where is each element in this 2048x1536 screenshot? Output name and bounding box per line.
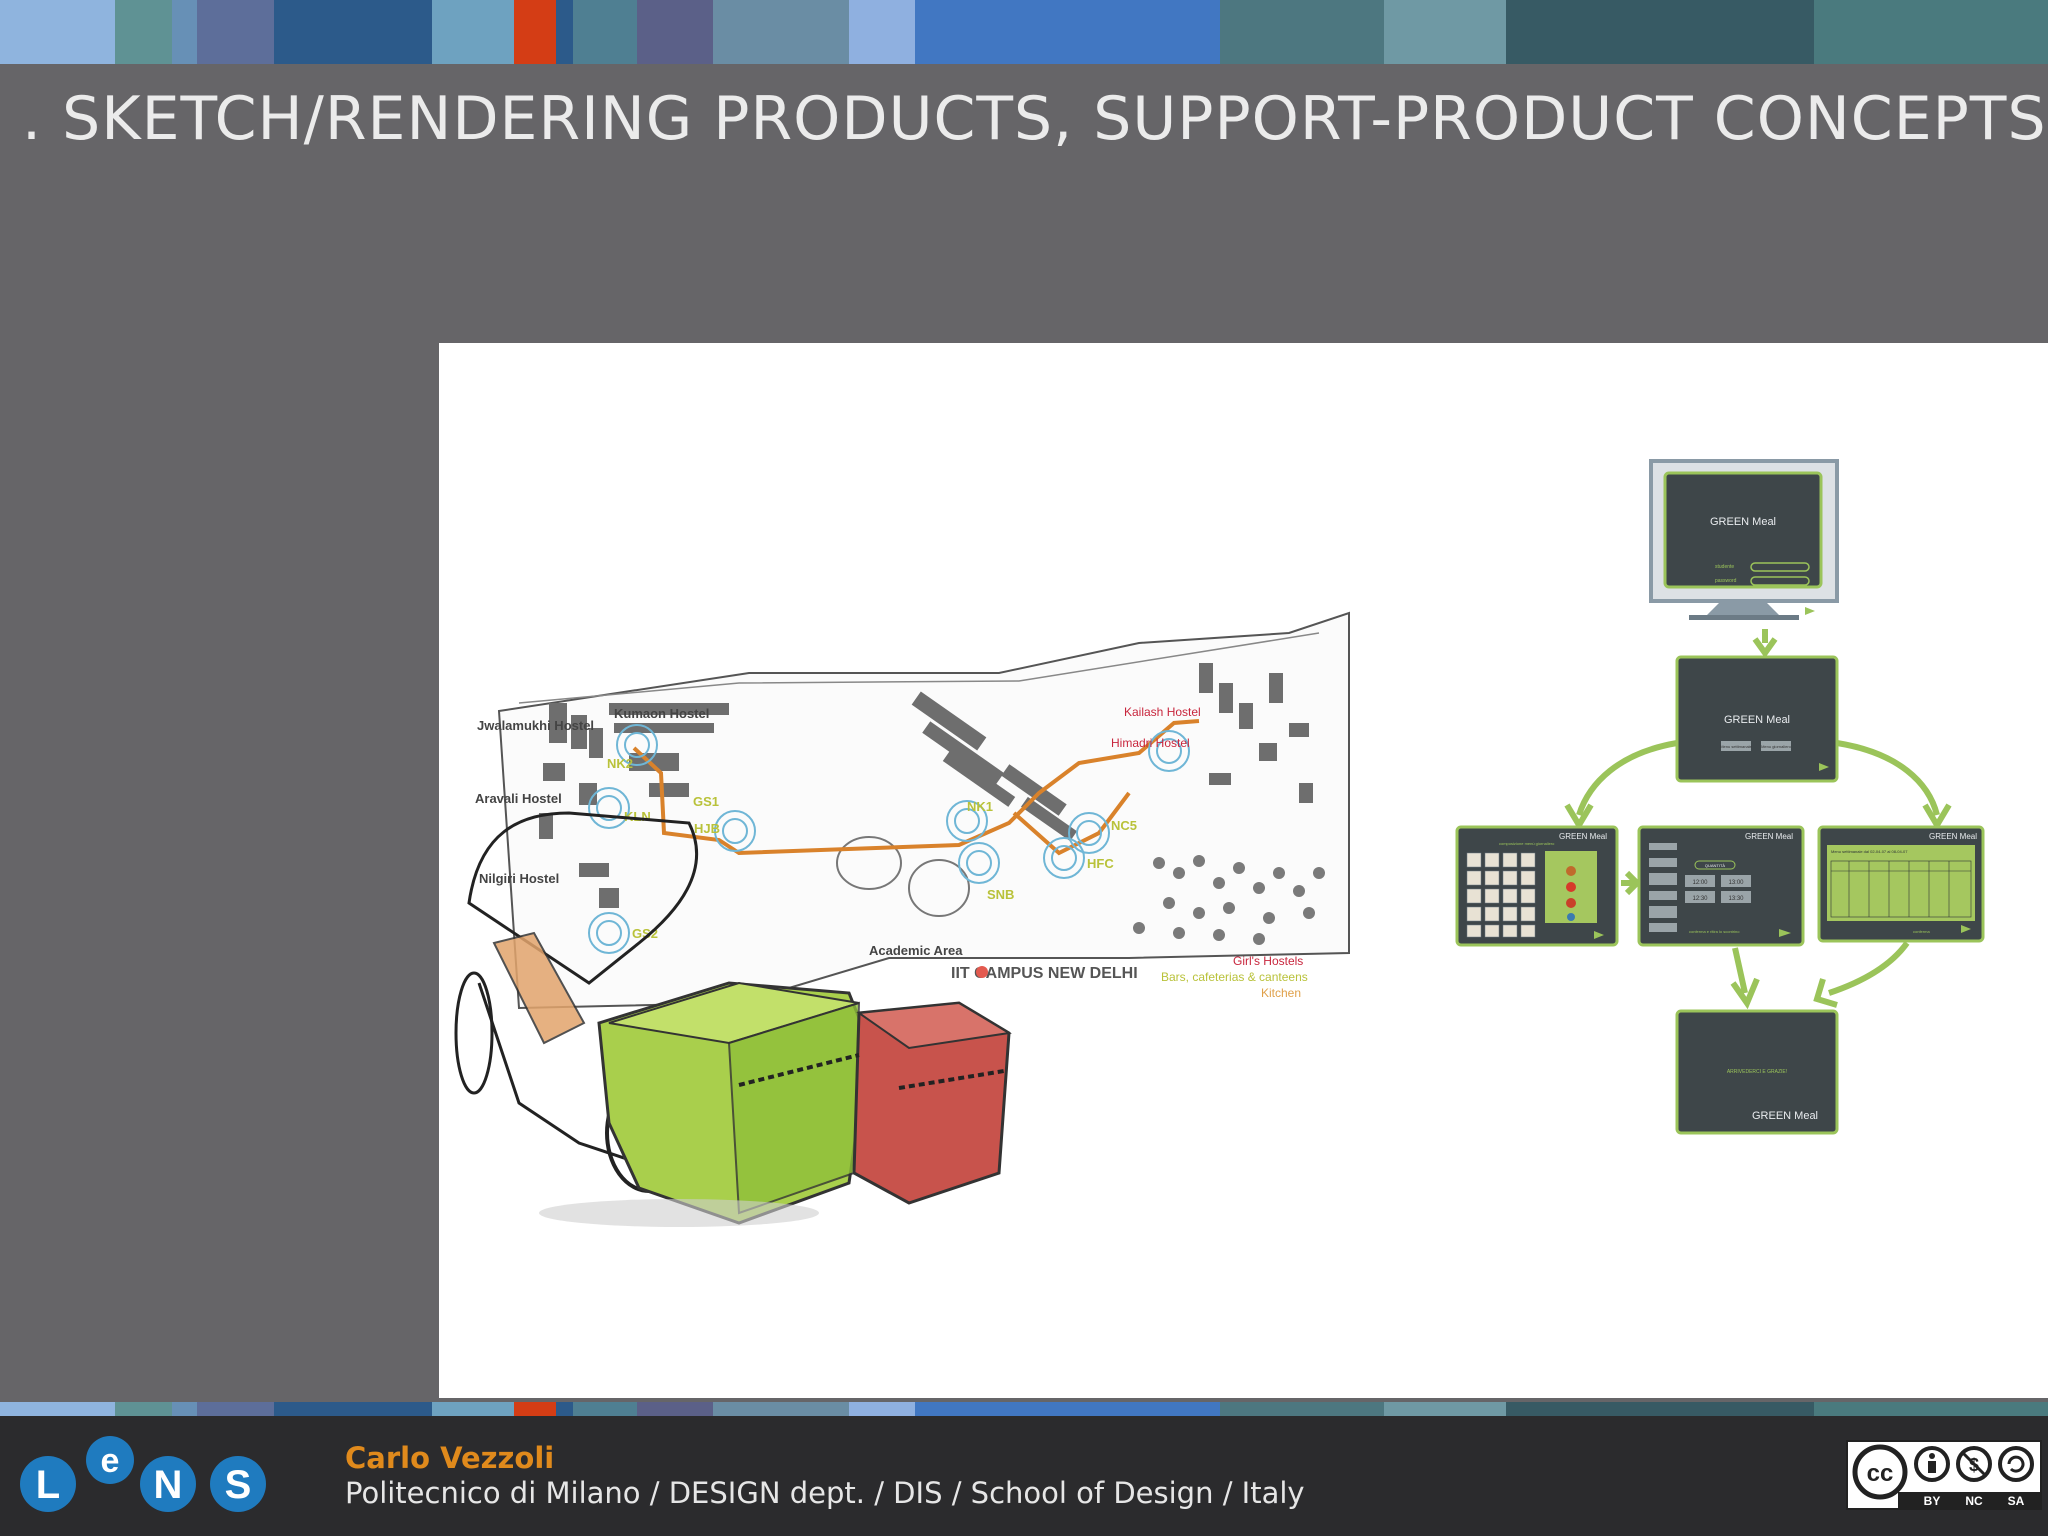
license-label: NC — [1965, 1494, 1983, 1508]
greenmeal-brand: GREEN Meal — [1724, 714, 1790, 726]
svg-text:L: L — [36, 1463, 60, 1507]
campus-map-title: IIT CAMPUS NEW DELHI — [951, 965, 1138, 982]
footer-bar — [0, 1416, 2048, 1536]
map-node-label: NC5 — [1111, 818, 1137, 833]
greenmeal-flow-diagram: GREEN Meal studente password GREEN Meal … — [1455, 459, 1985, 1135]
slide-content-image: NK2 KLN HJB GS1 NK1 NC5 SNB HFC GS2 Jwal… — [439, 343, 2048, 1398]
confirm-text: conferma — [1913, 929, 1930, 934]
map-node-label: GS2 — [632, 926, 658, 941]
author-affiliation: Politecnico di Milano / DESIGN dept. / D… — [345, 1476, 1305, 1510]
map-label-academic: Academic Area — [869, 943, 963, 958]
slide-title: . SKETCH/RENDERING PRODUCTS, SUPPORT-PRO… — [22, 84, 2047, 154]
lens-logo: L e N S — [20, 1436, 266, 1512]
map-label-kumaon: Kumaon Hostel — [614, 706, 709, 721]
map-label-nilgiri: Nilgiri Hostel — [479, 871, 559, 886]
map-node-label: NK2 — [607, 756, 633, 771]
confirm-text: conferma e ritira lo scontrino — [1689, 929, 1740, 934]
screen-goodbye: ARRIVEDERCI E GRAZIE! GREEN Meal — [1675, 1009, 1839, 1135]
quantity-label: QUANTITÀ — [1705, 863, 1726, 868]
map-label-himadri: Himadri Hostel — [1111, 736, 1190, 750]
login-field-label: studente — [1715, 564, 1734, 570]
author-name: Carlo Vezzoli — [345, 1441, 555, 1475]
screen-tab-label: composizione menù giornaliero — [1499, 841, 1555, 846]
map-label-kailash: Kailash Hostel — [1124, 705, 1201, 719]
svg-text:e: e — [101, 1442, 120, 1480]
map-legend-hostels: Girl's Hostels — [1233, 954, 1303, 968]
svg-text:S: S — [225, 1463, 252, 1507]
top-color-stripes — [0, 0, 2048, 64]
map-node-label: HFC — [1087, 856, 1114, 871]
time-option: 12:00 — [1692, 880, 1708, 886]
map-label-jwalamukhi: Jwalamukhi Hostel — [477, 718, 594, 733]
greenmeal-brand: GREEN Meal — [1752, 1110, 1818, 1122]
screen-time-selection: GREEN Meal QUANTITÀ 12:00 12:30 13:00 13… — [1637, 825, 1805, 947]
license-label: BY — [1924, 1494, 1941, 1508]
sa-icon — [1998, 1446, 2034, 1482]
greenmeal-brand: GREEN Meal — [1929, 832, 1977, 841]
map-node-label: GS1 — [693, 794, 719, 809]
time-option: 13:30 — [1728, 896, 1744, 902]
time-option: 13:00 — [1728, 880, 1744, 886]
screen-dish-selection: GREEN Meal composizione menù giornaliero — [1455, 825, 1619, 947]
goodbye-text: ARRIVEDERCI E GRAZIE! — [1727, 1069, 1787, 1075]
time-option: 12:30 — [1692, 896, 1708, 902]
content-illustration: NK2 KLN HJB GS1 NK1 NC5 SNB HFC GS2 Jwal… — [454, 459, 1985, 1227]
greenmeal-brand: GREEN Meal — [1745, 832, 1793, 841]
login-field-label: password — [1715, 578, 1737, 584]
monitor-login-screen: GREEN Meal studente password — [1649, 459, 1839, 620]
creative-commons-license-icon: cc $ BY NC SA — [1846, 1440, 2042, 1510]
map-legend-kitchen: Kitchen — [1261, 986, 1301, 1000]
greenmeal-brand: GREEN Meal — [1559, 832, 1607, 841]
menu-button-label: Menu giornaliero — [1761, 744, 1792, 749]
campus-map-sketch: NK2 KLN HJB GS1 NK1 NC5 SNB HFC GS2 Jwal… — [475, 611, 1350, 1010]
menu-button-label: Menu settimanale — [1720, 744, 1752, 749]
map-legend-bars: Bars, cafeterias & canteens — [1161, 970, 1308, 984]
screen-menu-choice: GREEN Meal Menu settimanale Menu giornal… — [1675, 655, 1839, 783]
map-node-label: HJB — [694, 821, 720, 836]
map-node-label: SNB — [987, 887, 1014, 902]
screen-weekly-menu: GREEN Meal Menu settimanale dal 02-04-07… — [1817, 825, 1985, 943]
svg-text:cc: cc — [1867, 1460, 1894, 1487]
map-node-label: NK1 — [967, 799, 993, 814]
delivery-vehicle-sketch — [454, 811, 1012, 1227]
license-label: SA — [2008, 1494, 2025, 1508]
bottom-color-stripes — [0, 1402, 2048, 1416]
svg-text:N: N — [154, 1463, 183, 1507]
weekly-menu-title: Menu settimanale dal 02-04-07 al 08-04-0… — [1831, 849, 1908, 854]
map-label-aravali: Aravali Hostel — [475, 791, 562, 806]
greenmeal-brand: GREEN Meal — [1710, 516, 1776, 528]
campus-marker-icon — [976, 966, 988, 978]
